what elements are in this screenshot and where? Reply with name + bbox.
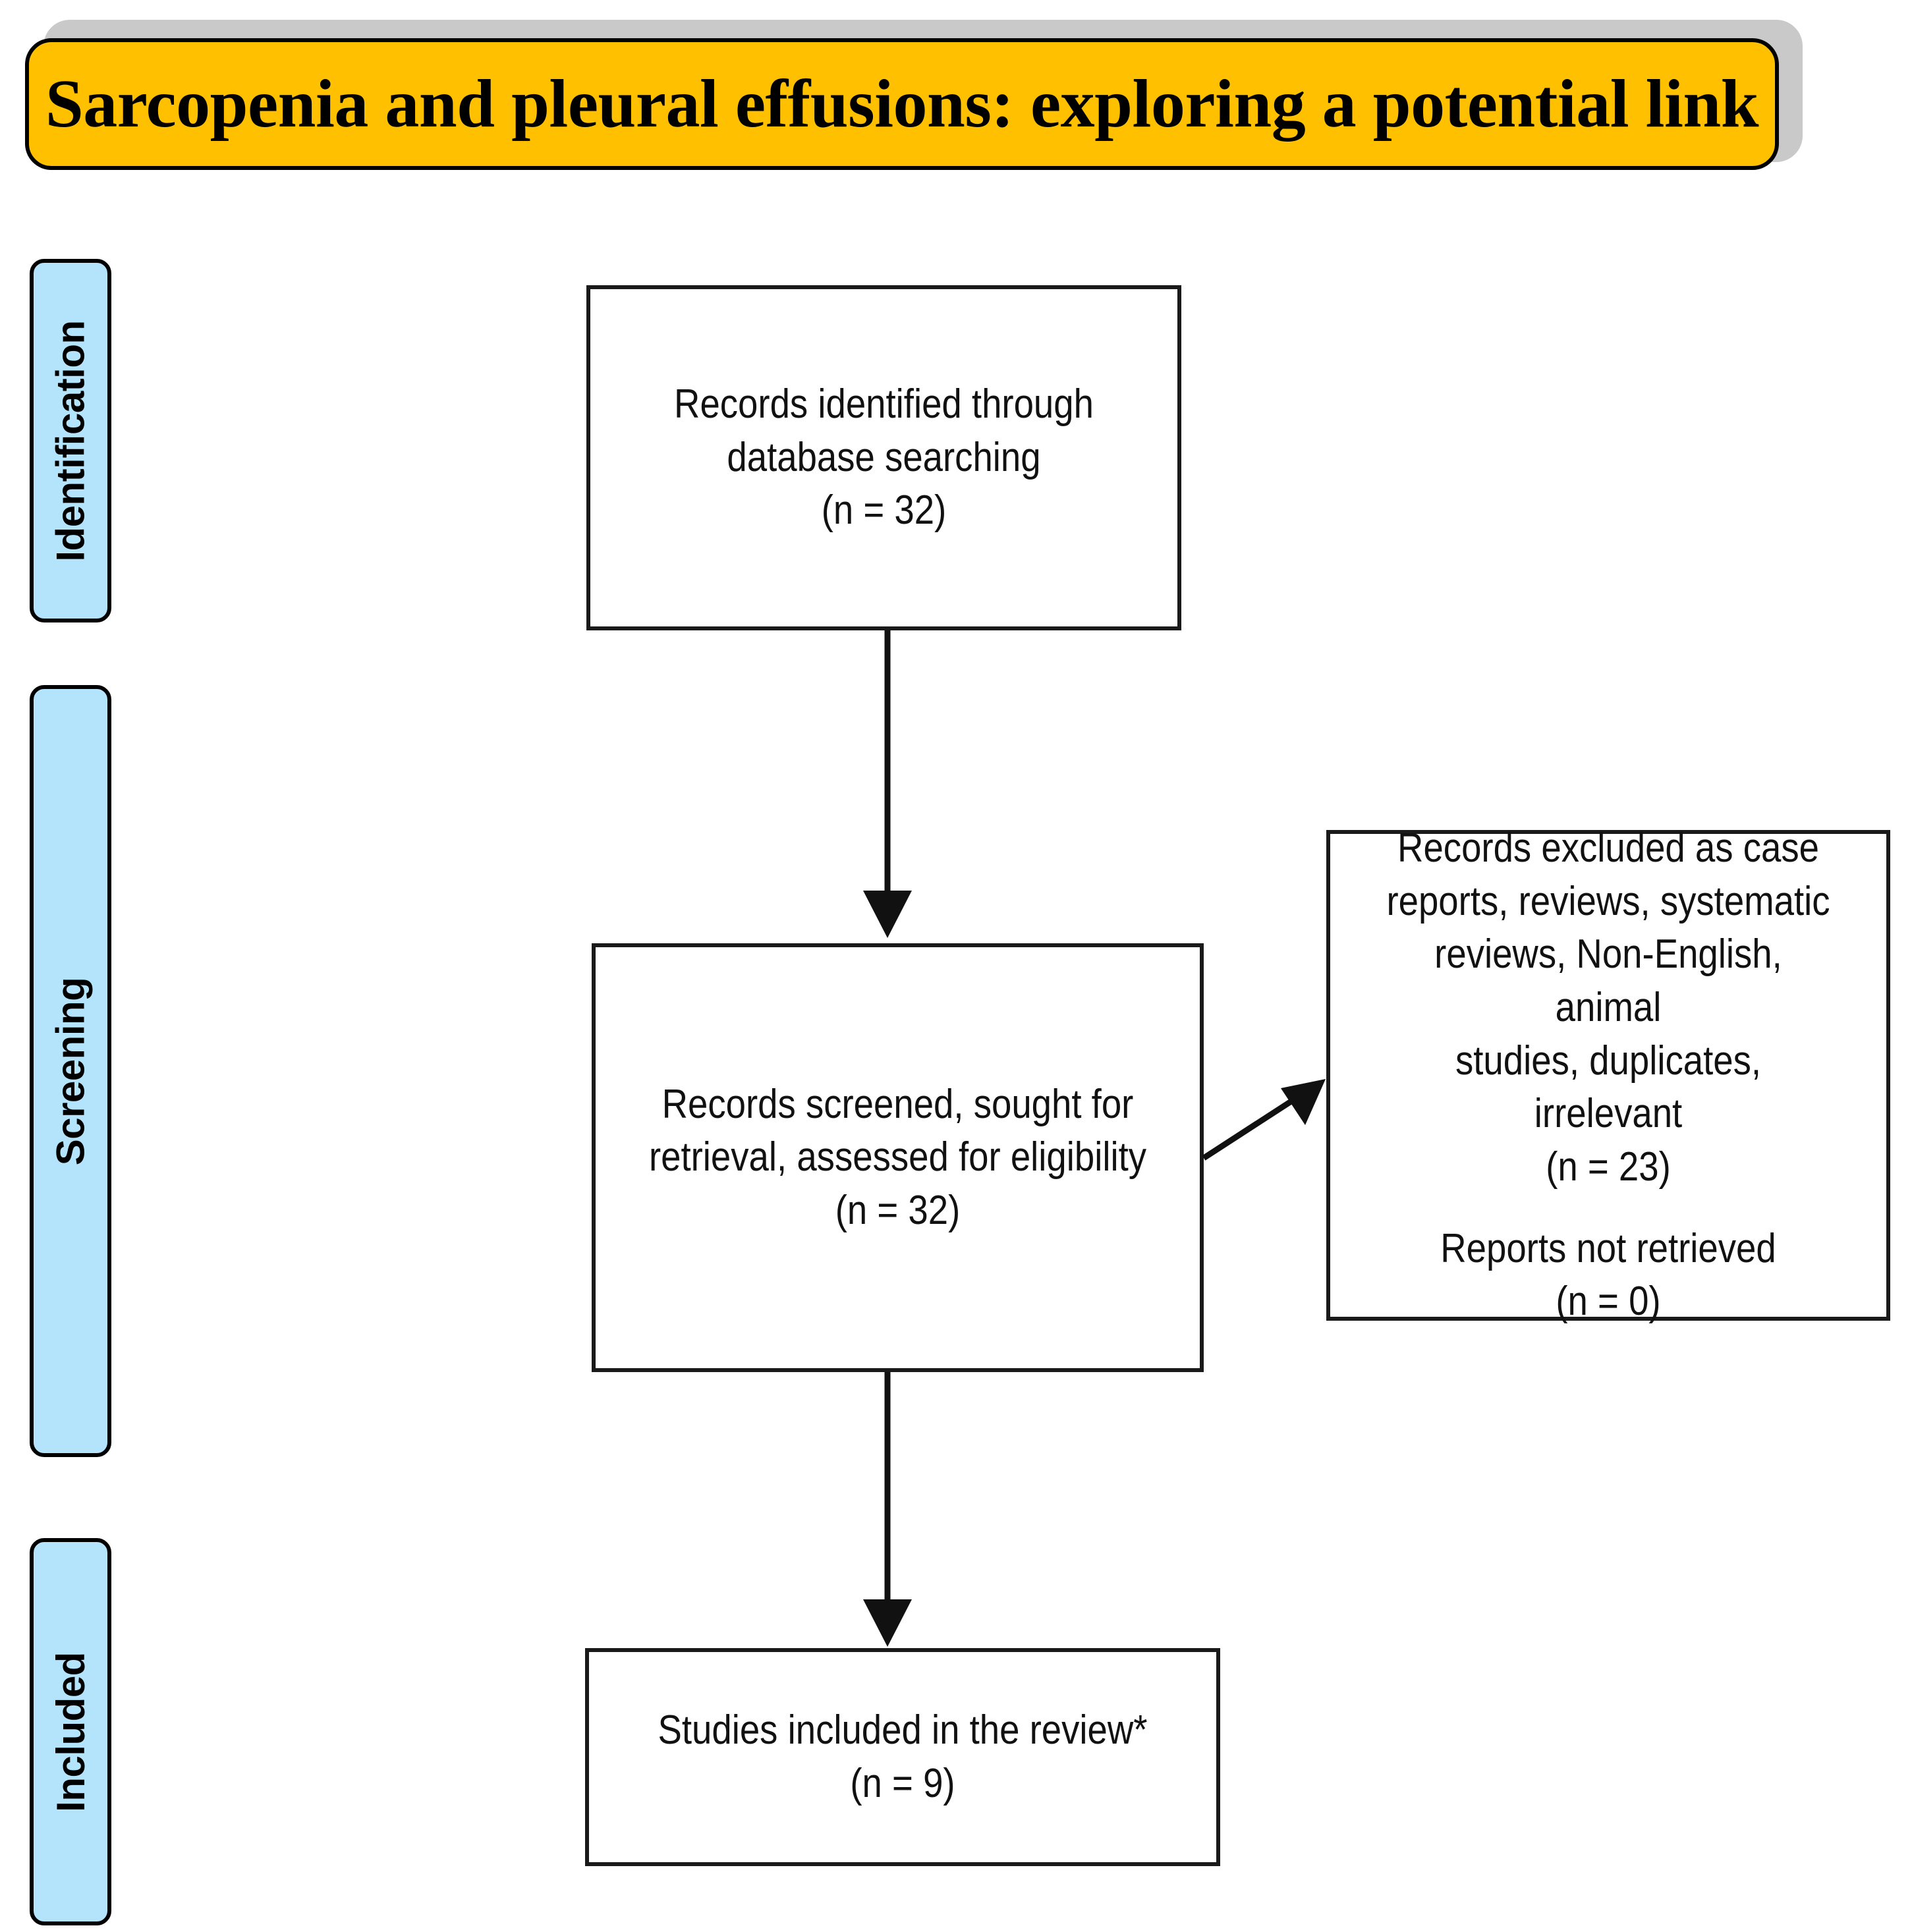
studies-included-count: (n = 9) bbox=[850, 1760, 955, 1806]
reports-not-retrieved-count: (n = 0) bbox=[1556, 1279, 1661, 1325]
flow-box-text: Records screened, sought for retrieval, … bbox=[647, 1078, 1148, 1238]
stage-pill-identification: Identification bbox=[30, 259, 111, 622]
reports-not-retrieved-line: Reports not retrieved bbox=[1440, 1225, 1776, 1271]
flow-box-text: Studies included in the review* (n = 9) bbox=[642, 1704, 1164, 1810]
records-screened-line2: retrieval, assessed for eligibility bbox=[648, 1134, 1147, 1180]
flow-box-records-excluded: Records excluded as case reports, review… bbox=[1326, 825, 1890, 1324]
arrow-identified-to-screened bbox=[863, 630, 912, 938]
records-excluded-line1: Records excluded as case bbox=[1397, 825, 1819, 871]
flow-box-records-screened: Records screened, sought for retrieval, … bbox=[592, 943, 1204, 1372]
flow-box-text: Records identified through database sear… bbox=[640, 378, 1127, 538]
records-identified-line2: database searching bbox=[727, 434, 1041, 480]
records-identified-count: (n = 32) bbox=[821, 487, 947, 534]
title-banner: Sarcopenia and pleural effusions: explor… bbox=[25, 38, 1779, 170]
stage-pill-screening: Screening bbox=[30, 685, 111, 1457]
studies-included-line1: Studies included in the review* bbox=[658, 1707, 1148, 1753]
flow-box-records-identified: Records identified through database sear… bbox=[586, 285, 1181, 630]
flow-box-studies-included: Studies included in the review* (n = 9) bbox=[585, 1648, 1220, 1866]
stage-pill-included: Included bbox=[30, 1538, 111, 1925]
arrow-screened-to-excluded bbox=[1202, 1079, 1326, 1161]
records-excluded-line4: studies, duplicates, irrelevant bbox=[1455, 1037, 1762, 1137]
stage-label-screening: Screening bbox=[48, 977, 93, 1165]
records-excluded-line2: reports, reviews, systematic bbox=[1386, 878, 1830, 924]
flow-box-text: Records excluded as case reports, review… bbox=[1379, 822, 1838, 1329]
paragraph-spacer bbox=[1379, 1194, 1838, 1222]
records-screened-count: (n = 32) bbox=[835, 1187, 961, 1233]
stage-label-included: Included bbox=[48, 1651, 93, 1812]
records-excluded-line3: reviews, Non-English, animal bbox=[1434, 931, 1782, 1030]
records-screened-line1: Records screened, sought for bbox=[661, 1081, 1134, 1127]
arrow-screened-to-included bbox=[863, 1372, 912, 1647]
records-excluded-count: (n = 23) bbox=[1546, 1144, 1671, 1190]
page-title: Sarcopenia and pleural effusions: explor… bbox=[45, 66, 1759, 142]
stage-label-identification: Identification bbox=[48, 319, 93, 562]
records-identified-line1: Records identified through bbox=[674, 381, 1094, 428]
